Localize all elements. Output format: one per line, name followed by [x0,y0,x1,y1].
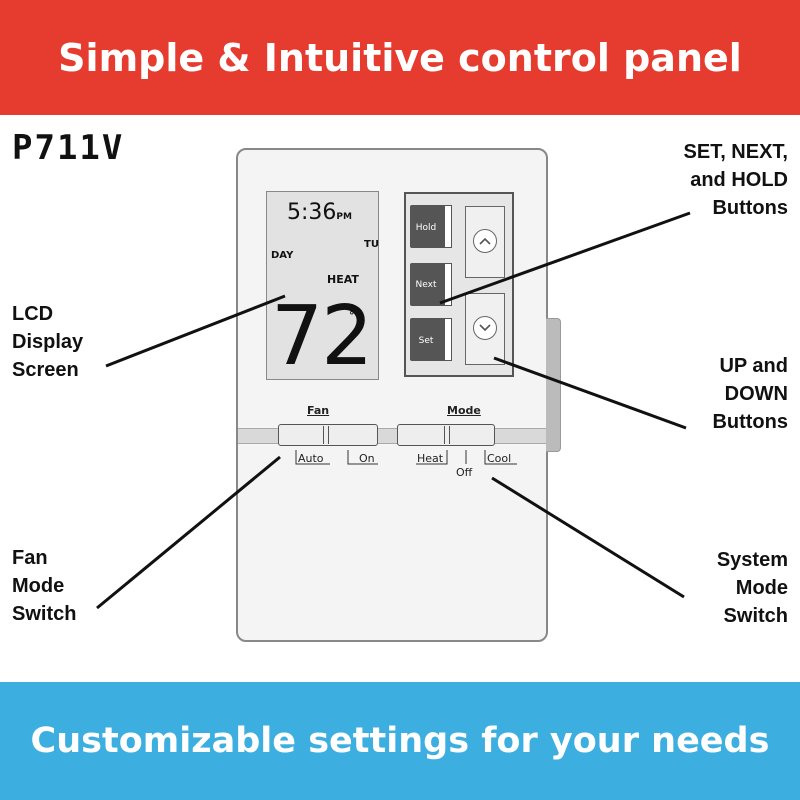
model-number: P711V [12,128,125,168]
callout-system-mode: System Mode Switch [716,549,788,627]
fan-switch-title: Fan [307,404,330,417]
chevron-down-icon [473,316,497,340]
mode-position-heat: Heat [417,452,444,465]
mode-switch-slider[interactable] [444,426,450,444]
next-button-label: Next [415,280,437,290]
lcd-display: 5:36PM TU DAY HEAT 72 ° [266,191,379,380]
set-button-label: Set [418,336,434,346]
callout-set-next-hold: SET, NEXT, and HOLD Buttons [683,141,788,219]
callout-up-down: UP and DOWN Buttons [712,355,788,433]
side-tab [546,318,561,452]
down-button[interactable] [465,293,505,365]
mode-position-cool: Cool [487,452,512,465]
hold-button-label: Hold [415,223,437,233]
top-banner: Simple & Intuitive control panel [0,0,800,115]
callout-fan-mode: Fan Mode Switch [12,547,77,625]
system-mode-switch[interactable] [397,424,495,446]
display-time: 5:36 [287,200,337,225]
display-day-label: DAY [271,250,294,261]
callout-lcd-display: LCD Display Screen [12,303,84,381]
display-ampm: PM [336,212,352,222]
mode-position-off: Off [456,466,473,479]
chevron-up-icon [473,229,497,253]
bottom-banner: Customizable settings for your needs [0,682,800,800]
display-degree: ° [349,309,355,322]
display-mode: HEAT [327,273,359,286]
mode-switch-title: Mode [447,404,481,417]
next-button-cap [444,263,452,306]
display-weekday: TU [364,239,379,250]
display-time-group: 5:36PM [287,200,352,225]
hold-button-cap [444,205,452,248]
display-temperature: 72 [271,289,373,384]
fan-position-auto: Auto [298,452,324,465]
fan-position-on: On [359,452,375,465]
fan-switch[interactable] [278,424,378,446]
up-button[interactable] [465,206,505,278]
set-button-cap [444,318,452,361]
fan-switch-slider[interactable] [323,426,329,444]
